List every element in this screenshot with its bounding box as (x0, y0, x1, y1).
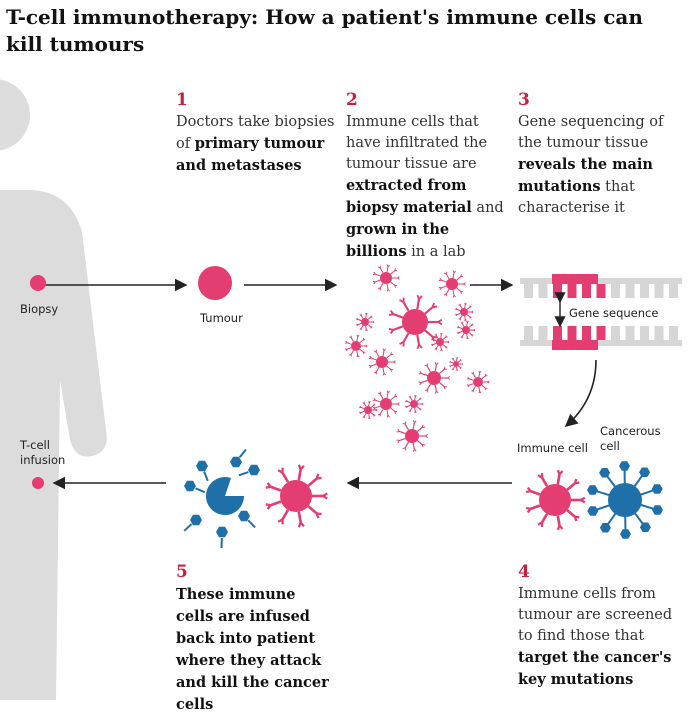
immune-cell-small (467, 371, 489, 393)
human-silhouette (0, 79, 107, 700)
step-text-bold: target the cancer's key mutations (518, 649, 671, 688)
step-text-bold: primary tumour and metastases (176, 135, 324, 174)
step-text: Immune cells from tumour are screened to… (518, 586, 672, 688)
immune-cell-small (359, 401, 377, 419)
step-number: 4 (518, 562, 678, 583)
step-text-bold: extracted from biopsy material (346, 177, 472, 216)
step-text-part: Immune cells that have infiltrated the t… (346, 114, 487, 172)
step-text-part: Gene sequencing of the tumour tissue (518, 114, 663, 151)
immune-cell-small (405, 395, 423, 413)
cancer-cell-broken (184, 449, 260, 548)
tumour-circle (198, 266, 232, 300)
immune-cell-cluster (345, 265, 489, 452)
immune-cell-small (345, 335, 367, 357)
immune-cell-small (439, 271, 466, 298)
immune-cell-small (356, 313, 374, 331)
immune-cell-small (449, 357, 462, 370)
immune-cell (526, 470, 585, 530)
cancerous-cell (587, 461, 663, 539)
immune-cell-small (455, 303, 473, 321)
label-immune-cell: Immune cell (517, 441, 588, 456)
step-text-bold: These immune cells are infused back into… (176, 586, 329, 713)
step-text: Gene sequencing of the tumour tissue rev… (518, 114, 663, 216)
step-number: 3 (518, 90, 683, 111)
immune-cancer-pair (526, 461, 663, 539)
step-text-part: Immune cells from tumour are screened to… (518, 586, 672, 644)
label-cancerous-cell: Cancerous cell (600, 424, 668, 454)
label-tumour: Tumour (200, 311, 243, 326)
step-number: 2 (346, 90, 506, 111)
immune-cell-small (419, 362, 450, 393)
step-5: 5 These immune cells are infused back in… (176, 562, 336, 716)
step-text: Immune cells that have infiltrated the t… (346, 114, 504, 260)
immune-cell-attacking (266, 465, 327, 527)
immune-cell-small (397, 420, 428, 451)
step-3: 3 Gene sequencing of the tumour tissue r… (518, 90, 683, 219)
step-1: 1 Doctors take biopsies of primary tumou… (176, 90, 336, 177)
immune-cell-small (373, 265, 400, 292)
step-4: 4 Immune cells from tumour are screened … (518, 562, 678, 691)
immune-cell-small (373, 391, 400, 418)
immune-cell-small (457, 321, 475, 339)
step-2: 2 Immune cells that have infiltrated the… (346, 90, 506, 263)
label-tcell-infusion: T-cell infusion (20, 438, 70, 468)
arrow-sequence-to-screening (566, 360, 596, 426)
label-gene-sequence: Gene sequence (569, 306, 658, 321)
immune-cell-small (431, 333, 449, 351)
label-biopsy: Biopsy (20, 302, 58, 317)
immune-cell-large (389, 295, 442, 349)
step-text-part: and (472, 200, 504, 216)
step-number: 1 (176, 90, 336, 111)
biopsy-dot (30, 275, 46, 291)
immune-cell-small (369, 349, 396, 376)
infusion-dot (32, 477, 44, 489)
step-text: Doctors take biopsies of primary tumour … (176, 114, 335, 174)
step-number: 5 (176, 562, 336, 583)
step-text: These immune cells are infused back into… (176, 587, 329, 713)
step-text-part: in a lab (407, 244, 466, 260)
attack-scene (184, 449, 327, 548)
